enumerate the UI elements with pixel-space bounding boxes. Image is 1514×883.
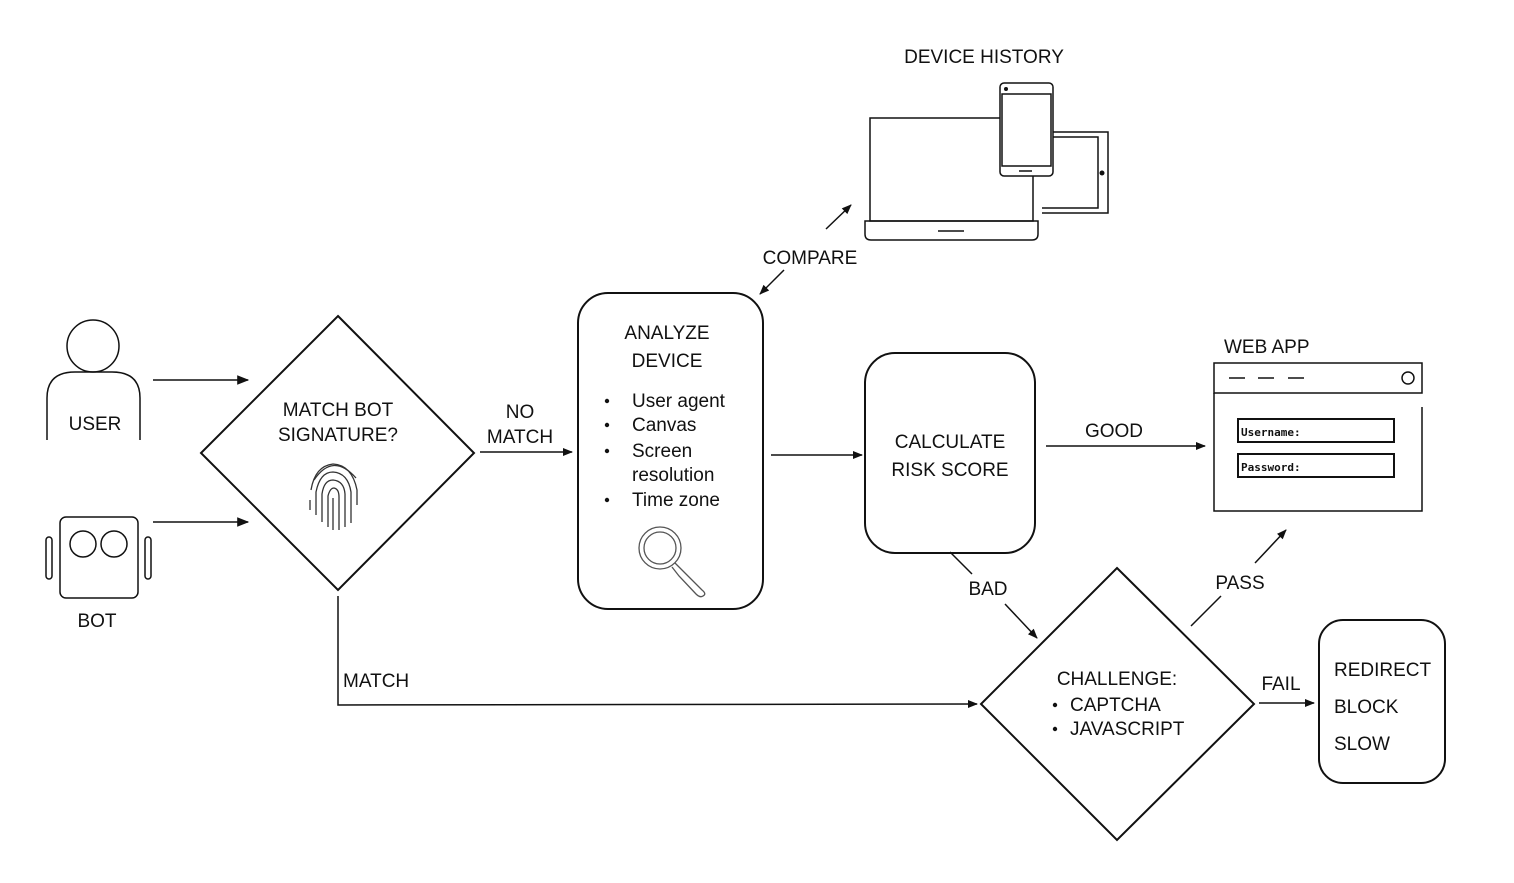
match-label: MATCH: [343, 671, 409, 692]
web-app-window: [1213, 362, 1423, 512]
challenge-item: JAVASCRIPT: [1070, 719, 1185, 740]
analyze-device-box: [577, 292, 764, 610]
compare-arrow-lower: [759, 269, 785, 295]
challenge-decision: [979, 566, 1256, 842]
challenge-title: CHALLENGE:: [1057, 669, 1177, 690]
fingerprint-icon: [309, 463, 358, 530]
bad-label: BAD: [968, 579, 1007, 600]
username-field[interactable]: [1237, 418, 1395, 443]
pass-label: PASS: [1215, 573, 1264, 594]
outcome-item: SLOW: [1334, 734, 1390, 755]
outcomes-box: [1318, 619, 1446, 784]
device-history-label: DEVICE HISTORY: [904, 47, 1064, 68]
password-label: Password:: [1241, 461, 1301, 474]
bot-label: BOT: [77, 611, 116, 632]
analyze-item: Time zone: [632, 490, 720, 511]
device-history-icon: [864, 82, 1109, 241]
analyze-title-2: DEVICE: [632, 351, 703, 372]
analyze-items: User agent Canvas Screen resolution Time…: [604, 391, 726, 511]
good-label: GOOD: [1085, 421, 1143, 442]
decision1-line1: MATCH BOT: [283, 400, 394, 421]
match-arrow: [337, 596, 978, 709]
risk-line-2: RISK SCORE: [891, 460, 1008, 481]
analyze-item: Canvas: [632, 415, 696, 436]
calculate-risk-score-box: [864, 352, 1036, 554]
password-field[interactable]: [1237, 453, 1395, 478]
outcome-item: BLOCK: [1334, 697, 1399, 718]
bot-icon: [45, 516, 152, 599]
decision1-line2: SIGNATURE?: [278, 425, 398, 446]
username-label: Username:: [1241, 426, 1301, 439]
analyze-item: User agent: [632, 391, 726, 412]
pass-arrow: [1254, 529, 1287, 564]
no-match-label-2: MATCH: [487, 427, 553, 448]
match-bot-signature-decision: [199, 314, 476, 592]
outcome-item: REDIRECT: [1334, 660, 1432, 681]
web-app-label: WEB APP: [1224, 337, 1310, 358]
analyze-item: resolution: [632, 465, 714, 486]
fail-label: FAIL: [1261, 674, 1300, 695]
pass-line: [1190, 595, 1222, 627]
user-icon: [46, 319, 141, 440]
analyze-item: Screen: [632, 441, 692, 462]
analyze-title-1: ANALYZE: [624, 323, 709, 344]
bad-arrow: [1004, 603, 1038, 639]
compare-arrow-upper: [825, 204, 852, 230]
risk-line-1: CALCULATE: [895, 432, 1006, 453]
no-match-label-1: NO: [506, 402, 535, 423]
magnifier-icon: [638, 526, 706, 598]
user-label: USER: [69, 414, 122, 435]
compare-label: COMPARE: [763, 248, 858, 269]
challenge-item: CAPTCHA: [1070, 695, 1161, 716]
bad-line: [949, 551, 973, 575]
